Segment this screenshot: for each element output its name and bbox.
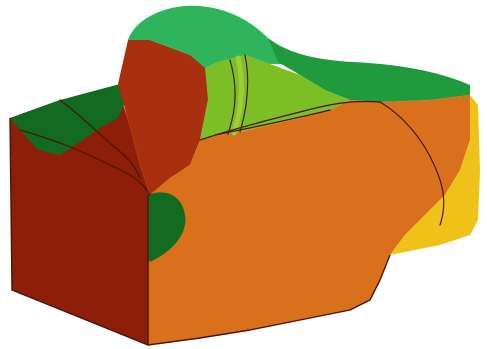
block-diagram-svg (0, 0, 487, 349)
geological-block-diagram (0, 0, 487, 349)
